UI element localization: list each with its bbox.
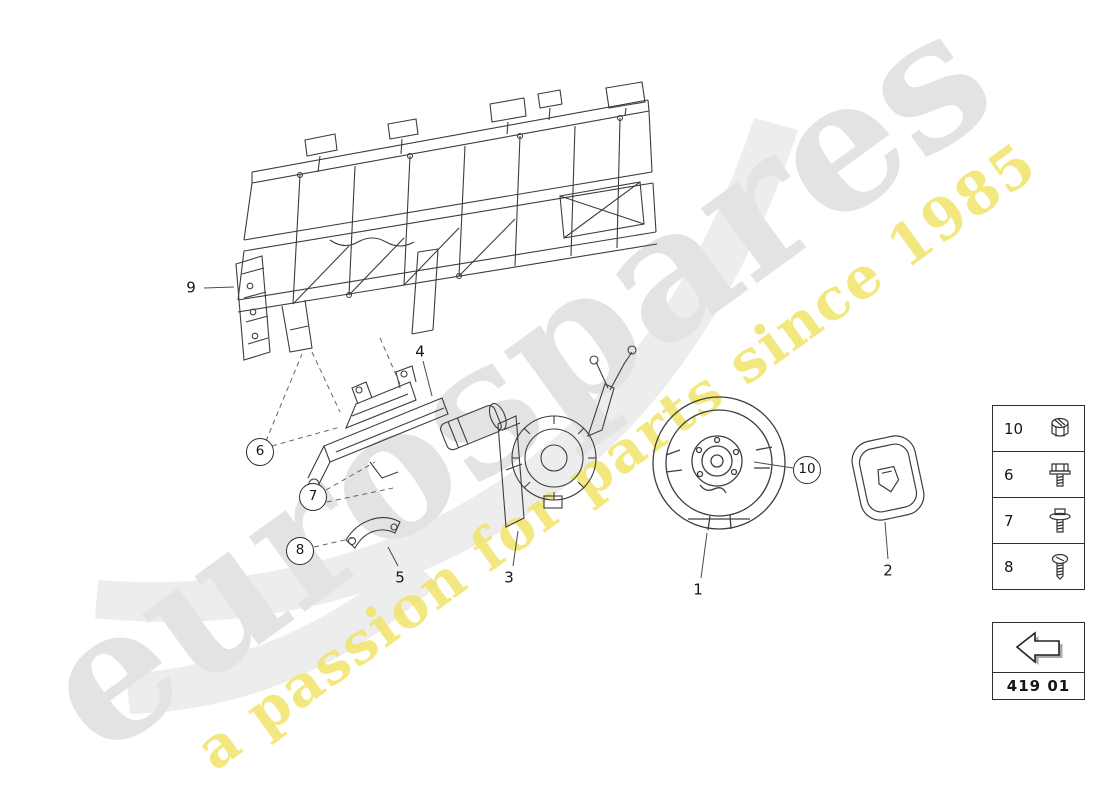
legend-item-7[interactable]: 7 [992, 497, 1085, 544]
callout-4[interactable]: 4 [415, 342, 425, 361]
callout-circle-8[interactable]: 8 [286, 537, 314, 565]
side-bracket-drawing [235, 255, 271, 361]
legend-number-10: 10 [1004, 419, 1024, 438]
legend-number-6: 6 [1004, 465, 1014, 484]
callout-circle-7[interactable]: 7 [299, 483, 327, 511]
screw-icon [1051, 553, 1069, 580]
airbag-drawing [851, 435, 925, 521]
legend-item-6[interactable]: 6 [992, 451, 1085, 498]
assembly-dashed-lines [265, 337, 401, 548]
chassis-frame-drawing [237, 81, 658, 353]
watermark-swoosh [95, 118, 798, 714]
callout-circle-6[interactable]: 6 [246, 438, 274, 466]
legend-item-10[interactable]: 10 [992, 405, 1085, 452]
callout-2[interactable]: 2 [883, 561, 893, 580]
hex-bolt-icon [1049, 462, 1071, 487]
legend-item-8[interactable]: 8 [992, 543, 1085, 590]
leader-lines [203, 286, 889, 579]
flange-bolt-icon [1049, 507, 1071, 533]
direction-arrow-icon [1015, 630, 1062, 665]
callout-5[interactable]: 5 [395, 568, 405, 587]
legend-number-7: 7 [1004, 511, 1014, 530]
callout-3[interactable]: 3 [504, 568, 514, 587]
callout-9[interactable]: 9 [186, 278, 196, 297]
callout-circle-10[interactable]: 10 [793, 456, 821, 484]
steering-wheel-drawing [652, 396, 786, 531]
callout-1[interactable]: 1 [693, 580, 703, 599]
watermark-brand: eurospares [2, 0, 1028, 794]
lock-nut-icon [1051, 417, 1069, 437]
legend-number-8: 8 [1004, 557, 1014, 576]
diagram-code-box[interactable]: 419 01 [992, 622, 1085, 700]
steering-column-drawing [307, 365, 507, 503]
diagram-code: 419 01 [993, 672, 1084, 699]
clock-spring-drawing [497, 345, 637, 528]
column-bracket-drawing [345, 517, 401, 549]
